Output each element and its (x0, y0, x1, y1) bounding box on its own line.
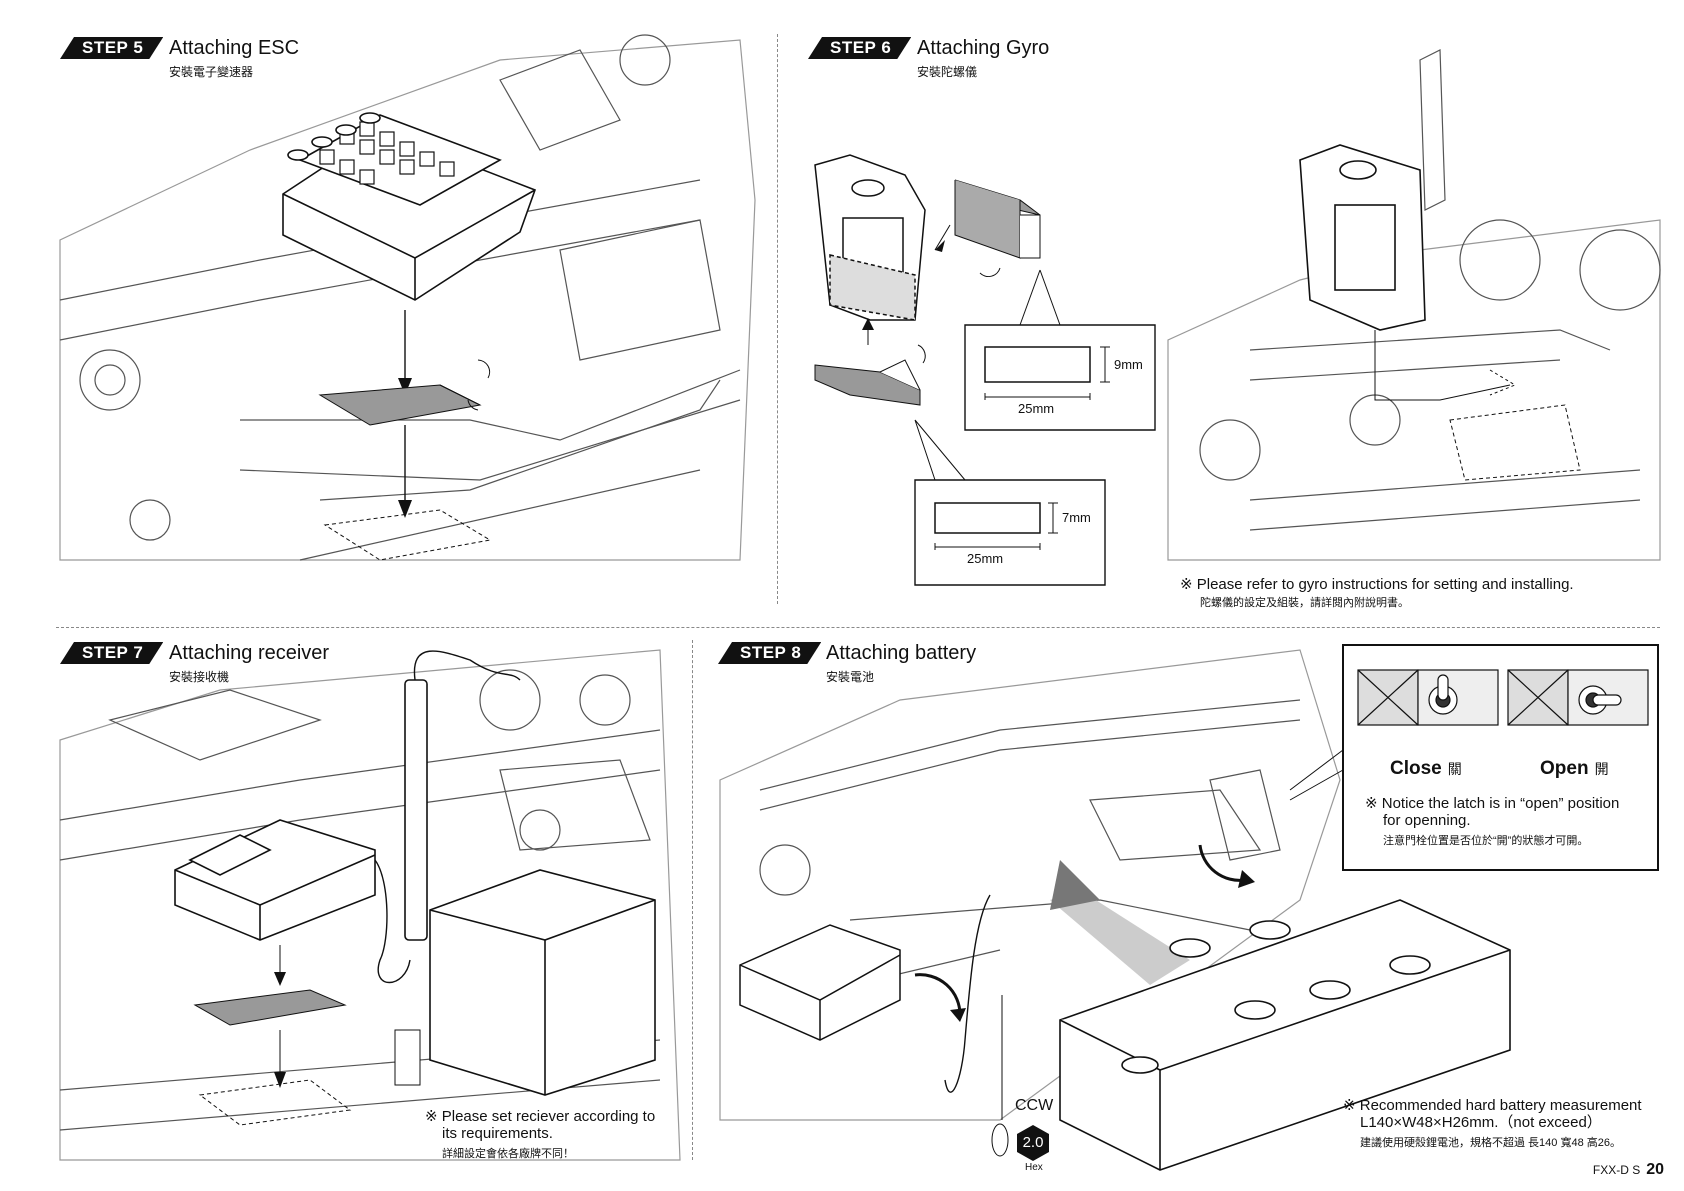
step-title: Attaching ESC (169, 37, 300, 59)
tape-small-width: 25mm (967, 551, 1004, 566)
step-badge: STEP 8 (718, 642, 821, 664)
horizontal-divider (56, 627, 1660, 628)
latch-close-zh: 關 (1447, 761, 1462, 777)
latch-note-line1: ※ Notice the latch is in “open” position (1365, 795, 1620, 812)
step-badge: STEP 7 (60, 642, 163, 664)
latch-open-text: Open (1540, 758, 1589, 779)
receiver-install-illustration (59, 649, 681, 1161)
latch-open-zh: 開 (1594, 761, 1609, 777)
step-subtitle: 安裝電池 (826, 670, 875, 684)
step-title: Attaching receiver (169, 642, 330, 664)
receiver-note-line1: ※ Please set reciever according to (425, 1108, 656, 1125)
esc-install-illustration (59, 34, 756, 561)
tape-small-height: 7mm (1062, 510, 1091, 525)
step-subtitle: 安裝電子變速器 (169, 65, 254, 79)
step-badge: STEP 6 (808, 37, 911, 59)
vertical-divider-bottom (692, 640, 693, 1160)
step-title: Attaching battery (826, 642, 977, 664)
latch-close-label: Close 關 (1390, 758, 1462, 780)
battery-note-line1: ※ Recommended hard battery measurement (1343, 1097, 1642, 1114)
step-badge: STEP 5 (60, 37, 163, 59)
gyro-note: ※ Please refer to gyro instructions for … (1180, 576, 1574, 593)
latch-close-text: Close (1390, 758, 1442, 779)
battery-note-zh: 建議使用硬殼鋰電池，規格不超過 長140 寬48 高26。 (1360, 1137, 1621, 1149)
screw-direction: CCW (1015, 1097, 1054, 1114)
page-footer: FXX-D S 20 (1593, 1161, 1664, 1179)
vertical-divider-top (777, 34, 778, 604)
latch-note-zh: 注意門栓位置是否位於“開”的狀態才可開。 (1383, 835, 1589, 847)
receiver-note-line2: its requirements. (442, 1125, 553, 1142)
battery-note-line2: L140×W48×H26mm.（not exceed） (1360, 1114, 1602, 1131)
latch-open-label: Open 開 (1540, 758, 1609, 780)
page-number: 20 (1646, 1161, 1664, 1178)
step-subtitle: 安裝接收機 (169, 670, 230, 684)
tape-large-height: 9mm (1114, 357, 1143, 372)
model-name: FXX-D S (1592, 1163, 1641, 1177)
step-subtitle: 安裝陀螺儀 (917, 65, 978, 79)
gyro-note-zh: 陀螺儀的設定及組裝，請詳閱內附說明書。 (1200, 597, 1409, 609)
gyro-install-illustration (814, 49, 1661, 586)
step-title: Attaching Gyro (917, 37, 1050, 59)
tape-large-width: 25mm (1018, 401, 1055, 416)
receiver-note-zh: 詳細設定會依各廠牌不同！ (442, 1148, 574, 1160)
hex-label: Hex (1025, 1162, 1043, 1173)
latch-note-line2: for openning. (1383, 812, 1471, 829)
hex-size: 2.0 (1022, 1134, 1044, 1151)
